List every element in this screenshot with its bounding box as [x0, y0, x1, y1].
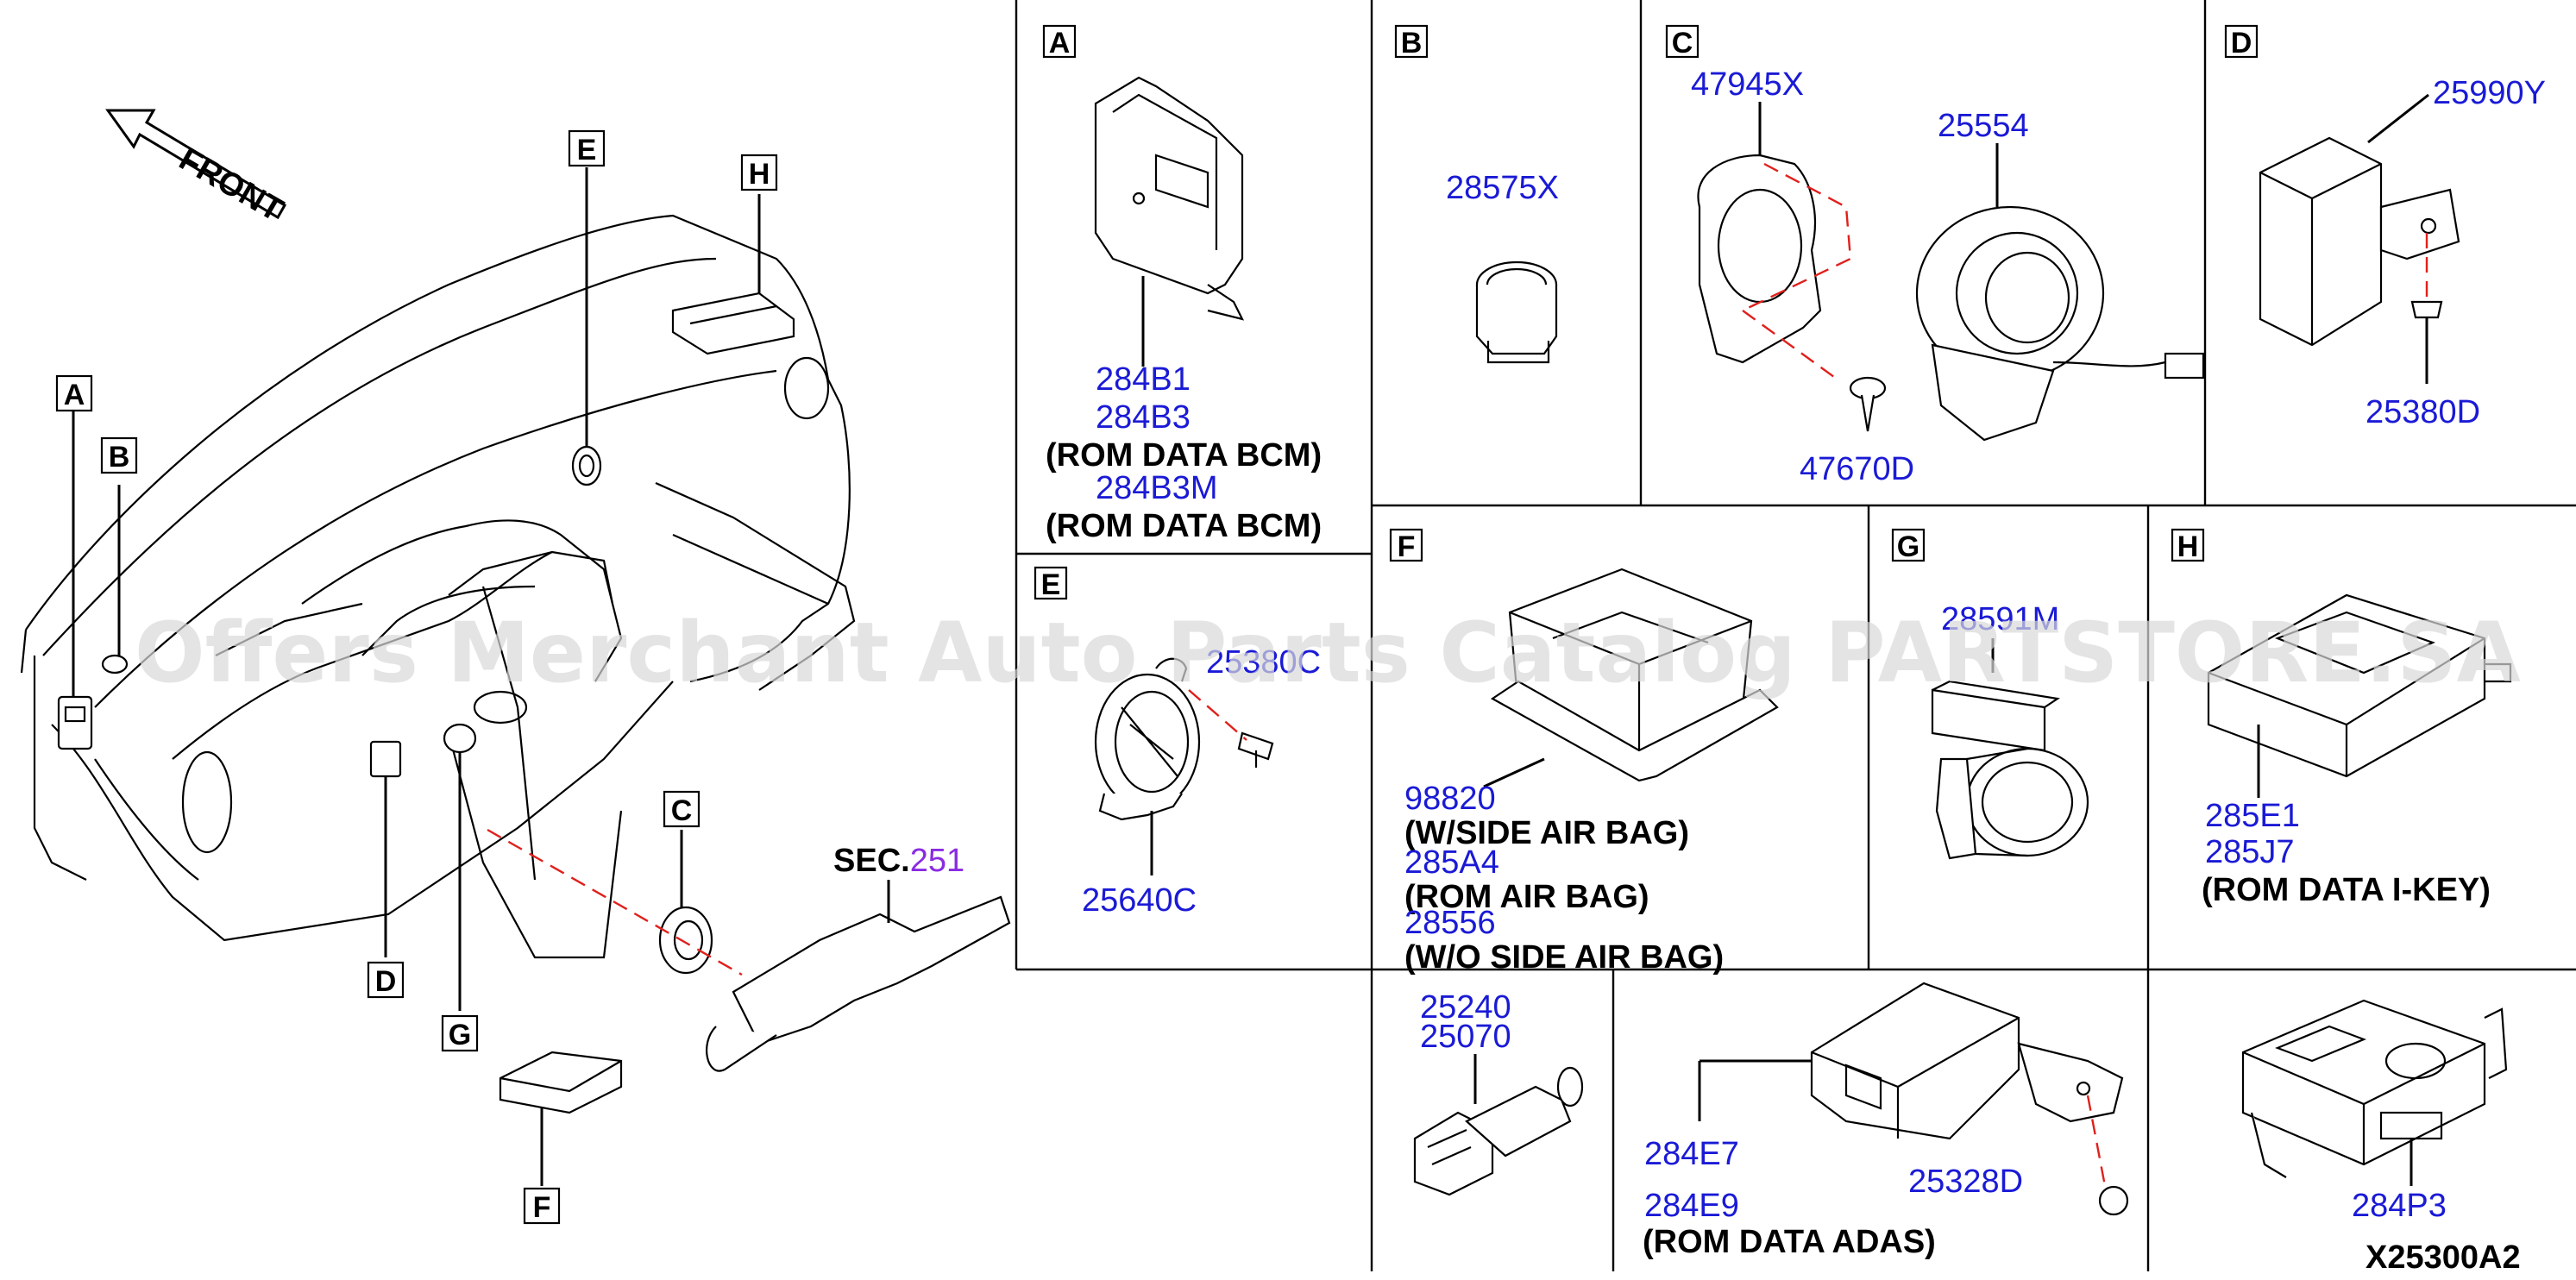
pressure-sensor-drawing [1413, 1066, 1584, 1196]
callout-d[interactable]: D [367, 961, 405, 999]
part-285j7[interactable]: 285J7 [2205, 834, 2295, 870]
svg-text:D: D [2231, 27, 2252, 60]
ignition-switch-drawing [1931, 680, 2089, 860]
panel-f: F 98820 (W/SIDE AIR BAG) 285A4 (ROM AIR … [1389, 528, 1779, 976]
callout-f[interactable]: F [523, 1187, 561, 1225]
i-key-module-drawing [2207, 593, 2512, 778]
panel-c: C 47945X 25554 47670D [1665, 24, 2205, 487]
svg-text:H: H [2177, 530, 2199, 563]
part-25070[interactable]: 25070 [1420, 1019, 1511, 1055]
panel-g: G 28591M [1891, 528, 2089, 860]
overview-part-c [487, 828, 743, 976]
note-w-side-air-bag: (W/SIDE AIR BAG) [1404, 815, 1689, 851]
panel-adas: 284E7 25328D 284E9 (ROM DATA ADAS) [1643, 982, 2129, 1260]
svg-text:G: G [449, 1019, 471, 1051]
callout-a[interactable]: A [55, 374, 93, 412]
bolt-d-drawing [2410, 233, 2443, 354]
svg-text:H: H [749, 158, 770, 191]
dashboard-overview [20, 214, 856, 959]
panel-p3: 284P3 [2241, 999, 2508, 1224]
part-28591m[interactable]: 28591M [1941, 601, 2059, 637]
panel-grid [1015, 0, 2576, 1271]
module-p3-drawing [2241, 999, 2508, 1178]
part-25380d[interactable]: 25380D [2366, 394, 2480, 430]
part-25328d[interactable]: 25328D [1908, 1164, 2023, 1200]
part-285a4[interactable]: 285A4 [1404, 844, 1499, 881]
part-284b3[interactable]: 284B3 [1096, 399, 1191, 436]
watermark: Offers Merchant Auto Parts Catalog PARTS… [135, 605, 2521, 701]
part-25990y[interactable]: 25990Y [2433, 75, 2546, 111]
sec-number: 251 [910, 843, 964, 879]
svg-text:D: D [375, 965, 397, 998]
callout-b[interactable]: B [100, 436, 138, 474]
note-rom-data-i-key: (ROM DATA I-KEY) [2202, 872, 2491, 908]
overview-part-h [671, 194, 795, 355]
part-285e1[interactable]: 285E1 [2205, 798, 2300, 834]
part-98820[interactable]: 98820 [1404, 781, 1496, 817]
svg-text:A: A [1049, 27, 1071, 60]
part-25554[interactable]: 25554 [1938, 108, 2029, 144]
panel-b: B 28575X [1394, 24, 1559, 364]
callout-e[interactable]: E [568, 129, 606, 167]
bcm-module-drawing [1094, 76, 1245, 321]
sec-label: SEC.251 [833, 843, 964, 879]
callout-g[interactable]: G [441, 1014, 479, 1052]
panel-d: D 25990Y 25380D [2224, 24, 2546, 430]
part-28575x[interactable]: 28575X [1446, 170, 1559, 206]
svg-text:F: F [533, 1191, 551, 1224]
clip-drawing [1849, 376, 1887, 432]
overview-part-e [571, 167, 602, 486]
svg-text:B: B [1401, 27, 1423, 60]
adas-module-drawing [1810, 982, 2124, 1140]
note-rom-data-bcm-1: (ROM DATA BCM) [1046, 437, 1322, 474]
front-arrow [105, 109, 287, 220]
svg-text:A: A [64, 379, 85, 411]
svg-text:C: C [1672, 27, 1693, 60]
overview-part-f [499, 1051, 623, 1186]
part-284p3[interactable]: 284P3 [2352, 1188, 2447, 1224]
callout-c[interactable]: C [663, 790, 701, 828]
overview-combination-switch [706, 880, 1011, 1072]
svg-text:G: G [1897, 530, 1919, 563]
part-284e7[interactable]: 284E7 [1644, 1136, 1739, 1172]
svg-text:C: C [671, 794, 693, 827]
steering-bracket-drawing [1697, 154, 1852, 380]
part-284e9[interactable]: 284E9 [1644, 1188, 1739, 1224]
diagram-code: X25300A2 [2366, 1239, 2521, 1276]
part-25640c[interactable]: 25640C [1082, 882, 1197, 919]
svg-text:B: B [109, 441, 130, 474]
overview-part-d [369, 740, 402, 957]
part-284b1[interactable]: 284B1 [1096, 361, 1191, 398]
note-rom-data-adas: (ROM DATA ADAS) [1643, 1224, 1936, 1260]
sensor-e-drawing [1094, 657, 1201, 821]
panel-h: H 285E1 285J7 (ROM DATA I-KEY) [2171, 528, 2512, 908]
part-25240[interactable]: 25240 [1420, 989, 1511, 1026]
part-28556[interactable]: 28556 [1404, 905, 1496, 941]
panel-a: A 284B1 284B3 (ROM DATA BCM) 284B3M (ROM… [1042, 24, 1322, 544]
clip-adas-drawing [2086, 1095, 2129, 1216]
panel-sensor: 25240 25070 [1413, 989, 1584, 1196]
overview-part-b [101, 485, 129, 675]
part-47945x[interactable]: 47945X [1691, 66, 1804, 103]
spiral-cable-drawing [1915, 205, 2205, 442]
front-label: FRONT [173, 141, 289, 229]
note-wo-side-air-bag: (W/O SIDE AIR BAG) [1404, 939, 1724, 976]
overview-part-a [57, 409, 93, 750]
panel-e: E 25380C 25640C [1034, 566, 1321, 919]
callout-h[interactable]: H [740, 154, 778, 191]
switch-drawing [1475, 260, 1558, 364]
part-284b3m[interactable]: 284B3M [1096, 470, 1218, 506]
module-d-drawing [2259, 136, 2460, 347]
svg-text:E: E [577, 134, 597, 166]
airbag-module-drawing [1490, 568, 1779, 782]
part-47670d[interactable]: 47670D [1800, 451, 1914, 487]
overview-part-g [443, 723, 477, 1011]
svg-text:E: E [1041, 568, 1061, 601]
part-25380c[interactable]: 25380C [1206, 644, 1321, 681]
bolt-e-drawing [1188, 689, 1274, 768]
note-rom-data-bcm-2: (ROM DATA BCM) [1046, 508, 1322, 544]
svg-text:F: F [1398, 530, 1416, 563]
note-rom-air-bag: (ROM AIR BAG) [1404, 879, 1649, 915]
